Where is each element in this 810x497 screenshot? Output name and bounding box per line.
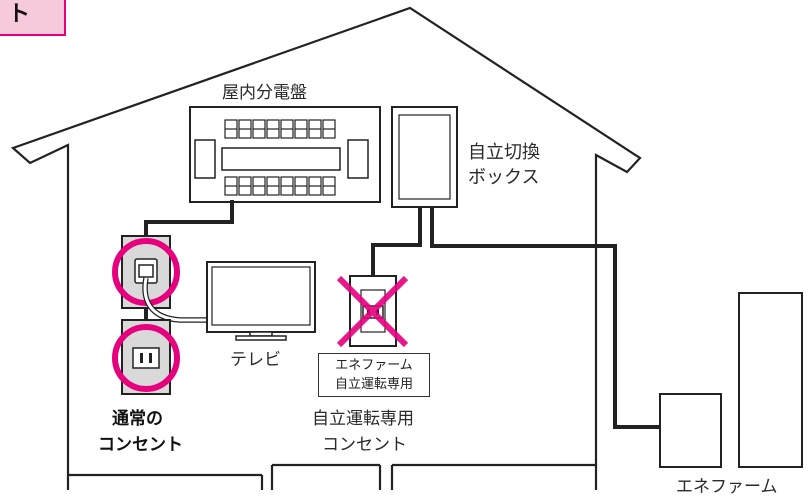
switch-box-label-line2: ボックス — [468, 167, 540, 188]
dedicated-badge-line1: エネファーム — [335, 358, 413, 373]
enefarm-units — [659, 292, 803, 468]
cross-mark-icon — [336, 275, 409, 348]
dedicated-outlet-label-line2: コンセント — [322, 435, 407, 455]
distribution-board — [189, 106, 381, 203]
outlet-lower — [112, 319, 180, 395]
switch-box-label-line1: 自立切換 — [468, 142, 540, 163]
wiring — [144, 200, 660, 429]
dedicated-outlet-label-line1: 自立運転専用 — [312, 409, 414, 429]
switch-box — [391, 106, 458, 208]
enefarm-label: エネファーム — [676, 477, 778, 497]
tv-icon — [206, 261, 316, 341]
dedicated-outlet-badge: エネファーム 自立運転専用 — [318, 353, 430, 397]
normal-outlet-label-line1: 通常の — [112, 409, 163, 429]
normal-outlet-label-line2: コンセント — [98, 435, 183, 455]
tv-label: テレビ — [230, 350, 281, 370]
house-outline — [10, 6, 642, 490]
tab-label: ト — [0, 0, 66, 36]
tv-cable — [142, 277, 210, 323]
dedicated-badge-line2: 自立運転専用 — [334, 377, 413, 392]
distribution-board-label: 屋内分電盤 — [222, 83, 307, 103]
